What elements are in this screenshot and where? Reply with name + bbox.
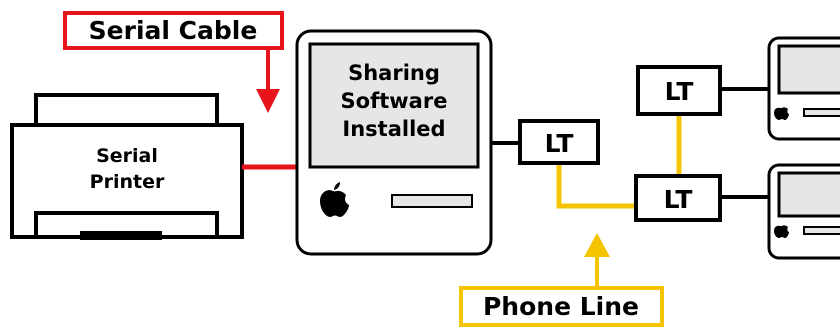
- client-bottom-screen: [777, 171, 840, 218]
- client-computer-bottom: [767, 163, 840, 260]
- serial-cable-label: Serial Cable: [89, 16, 258, 45]
- apple-logo-icon: [774, 225, 789, 238]
- host-screen-line3: Installed: [342, 117, 445, 141]
- phone-line-horizontal: [556, 163, 636, 209]
- serial-cable-callout-box: [63, 11, 284, 50]
- host-screen-line2: Software: [341, 89, 448, 113]
- apple-logo-icon: [320, 182, 349, 217]
- phone-line-arrow-head: [584, 233, 610, 257]
- host-computer: Sharing Software Installed: [295, 29, 493, 256]
- host-computer-screen: [308, 42, 480, 169]
- lower-lt-label: LT: [664, 185, 693, 214]
- phone-line-label: Phone Line: [483, 292, 639, 321]
- serial-cable-arrow-head: [256, 89, 280, 113]
- host-lt-connector: LT: [518, 119, 600, 165]
- upper-lt-label: LT: [665, 77, 694, 106]
- serial-printer: Serial Printer: [10, 93, 244, 240]
- host-lt-label: LT: [545, 129, 574, 158]
- apple-logo-icon: [774, 107, 789, 120]
- printer-output-bar: [80, 231, 162, 240]
- phone-line-callout: Phone Line: [459, 286, 664, 327]
- serial-cable-callout: Serial Cable: [63, 11, 284, 50]
- printer-paper-tray: [34, 93, 219, 127]
- host-screen-line1: Sharing: [348, 61, 440, 85]
- client-bottom-floppy-slot: [803, 226, 840, 235]
- host-floppy-slot: [391, 194, 473, 208]
- client-computer-top: [767, 36, 840, 141]
- lower-lt-connector: LT: [634, 174, 722, 222]
- client-top-screen: [777, 44, 840, 95]
- upper-lt-connector: LT: [636, 65, 722, 116]
- client-top-floppy-slot: [803, 108, 840, 117]
- printer-label-line1: Serial: [96, 145, 158, 167]
- printer-label-line2: Printer: [90, 171, 165, 193]
- phone-line-callout-box: [459, 286, 664, 327]
